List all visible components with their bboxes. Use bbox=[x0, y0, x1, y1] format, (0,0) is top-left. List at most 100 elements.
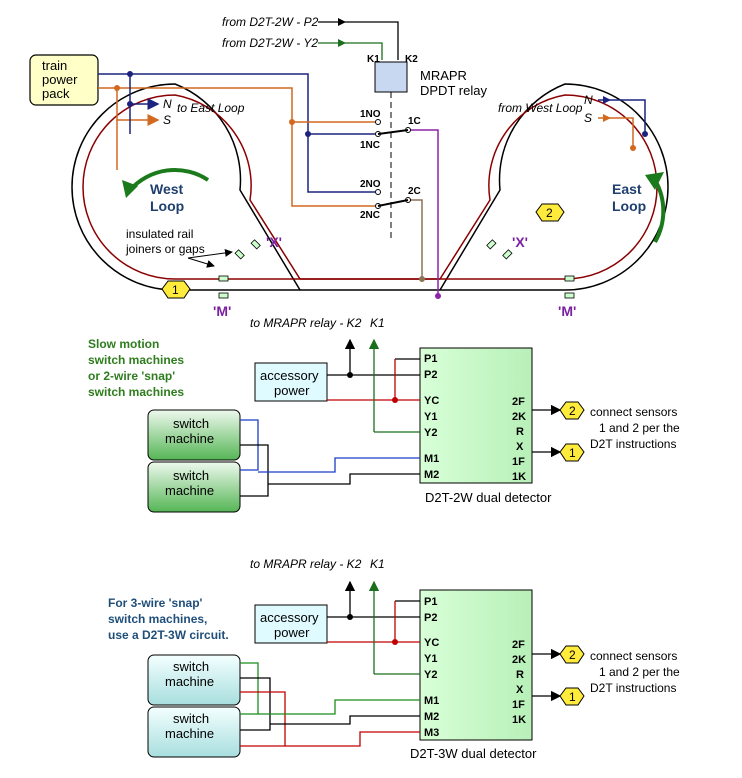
from-y2-label: from D2T-2W - Y2 bbox=[222, 36, 318, 50]
s2-note-1: For 3-wire 'snap' bbox=[108, 596, 203, 610]
from-p2-label: from D2T-2W - P2 bbox=[222, 15, 319, 29]
west-loop-label-1: West bbox=[150, 181, 184, 197]
s2-detector-title: D2T-3W dual detector bbox=[410, 746, 537, 761]
path-element bbox=[410, 129, 439, 296]
relay-1c: 1C bbox=[408, 116, 421, 127]
path-element bbox=[598, 99, 646, 134]
power-pack-box bbox=[29, 54, 99, 106]
m-label-left: 'M' bbox=[213, 303, 231, 319]
from-west-label: from West Loop bbox=[498, 101, 583, 115]
power-pack-label-1: train bbox=[42, 58, 67, 73]
switch-1-blade bbox=[377, 129, 409, 135]
s1-t-m2: M2 bbox=[424, 469, 439, 481]
s1-badge-1 bbox=[559, 443, 585, 462]
p2-wire bbox=[318, 21, 399, 60]
joiner-m-left-1 bbox=[218, 275, 229, 282]
s1-t-y2: Y2 bbox=[424, 427, 437, 439]
path-element bbox=[98, 87, 375, 207]
relay-2nc: 2NC bbox=[360, 210, 380, 221]
west-outer-rail bbox=[71, 83, 301, 291]
s2-t-yc: YC bbox=[424, 637, 439, 649]
junction bbox=[642, 131, 648, 137]
s2-t-y1: Y1 bbox=[424, 653, 437, 665]
s1-t-1k: 1K bbox=[512, 471, 526, 483]
s1-badge-2 bbox=[559, 401, 585, 420]
sensor-2-label: 2 bbox=[546, 206, 553, 220]
path-element bbox=[240, 677, 271, 731]
s1-acc-2: power bbox=[274, 383, 310, 398]
junction bbox=[435, 293, 441, 299]
s1-connect-1: connect sensors bbox=[590, 405, 677, 419]
junction bbox=[114, 85, 120, 91]
s1-connect-3: D2T instructions bbox=[590, 437, 676, 451]
s2-k1: K1 bbox=[370, 557, 385, 571]
feed-s2-label: S bbox=[584, 111, 592, 125]
s2-connect-1: connect sensors bbox=[590, 649, 677, 663]
s2-connect-3: D2T instructions bbox=[590, 681, 676, 695]
relay-k2-label: K2 bbox=[405, 54, 418, 65]
circle-element bbox=[347, 614, 353, 620]
circle-element bbox=[392, 639, 398, 645]
relay-desc: DPDT relay bbox=[420, 83, 487, 98]
path-element bbox=[240, 662, 259, 715]
s2-wires bbox=[240, 580, 562, 747]
s2-to-relay: to MRAPR relay - K2 bbox=[250, 557, 362, 571]
s2-t-m3: M3 bbox=[424, 727, 439, 739]
s2-t-r: R bbox=[516, 669, 524, 681]
s2-note-3: use a D2T-3W circuit. bbox=[108, 628, 229, 642]
junction bbox=[127, 71, 133, 77]
s1-note-4: switch machines bbox=[88, 385, 184, 399]
s1-t-y1: Y1 bbox=[424, 411, 437, 423]
joiner-x-left-1 bbox=[234, 249, 245, 260]
path-element bbox=[268, 473, 420, 485]
s2-detector-box bbox=[419, 589, 533, 741]
track-layout bbox=[71, 83, 669, 299]
switch-2-blade bbox=[377, 199, 409, 207]
s1-connect-2: 1 and 2 per the bbox=[599, 421, 680, 435]
s1-note-1: Slow motion bbox=[88, 337, 159, 351]
to-east-label: to East Loop bbox=[177, 101, 245, 115]
sensor-2-hex bbox=[535, 203, 565, 222]
east-direction-arrow bbox=[653, 179, 666, 243]
path-element bbox=[598, 117, 634, 148]
s1-detector-box bbox=[419, 347, 533, 484]
joiner-m-right-1 bbox=[564, 275, 575, 282]
s1-badge-2-label: 2 bbox=[569, 404, 576, 418]
relay-coil bbox=[374, 61, 408, 93]
s1-t-p1: P1 bbox=[424, 353, 437, 365]
joiner-x-right-2 bbox=[502, 249, 513, 260]
sensor-1-hex bbox=[161, 280, 191, 299]
path-element bbox=[285, 731, 420, 747]
path-element bbox=[240, 444, 269, 497]
relay-2c: 2C bbox=[408, 186, 421, 197]
s2-t-m2: M2 bbox=[424, 711, 439, 723]
relay-1nc: 1NC bbox=[360, 140, 380, 151]
junction bbox=[419, 276, 425, 282]
s1-detector-title: D2T-2W dual detector bbox=[425, 490, 552, 505]
s1-t-m1: M1 bbox=[424, 453, 439, 465]
s2-t-y2: Y2 bbox=[424, 669, 437, 681]
junction bbox=[127, 101, 133, 107]
relay-k1-label: K1 bbox=[367, 54, 380, 65]
joiner-m-right-2 bbox=[564, 292, 575, 299]
s2-sm2-1: switch bbox=[173, 711, 209, 726]
s2-t-2f: 2F bbox=[512, 639, 525, 651]
s2-switch-machine-2 bbox=[147, 706, 241, 758]
feed-n-label: N bbox=[163, 97, 172, 111]
s1-switch-machine-1 bbox=[147, 409, 241, 461]
m-label-right: 'M' bbox=[558, 303, 576, 319]
east-loop-label-1: East bbox=[612, 181, 642, 197]
junction bbox=[630, 145, 636, 151]
s1-note-3: or 2-wire 'snap' bbox=[88, 369, 175, 383]
joiner-x-right-1 bbox=[486, 239, 497, 250]
s1-t-p2: P2 bbox=[424, 369, 437, 381]
s1-to-relay: to MRAPR relay - K2 bbox=[250, 316, 362, 330]
s2-badge-1 bbox=[559, 687, 585, 706]
s2-t-1f: 1F bbox=[512, 699, 525, 711]
joiner-x-left-2 bbox=[250, 239, 261, 250]
s1-acc-1: accessory bbox=[260, 368, 319, 383]
x-label-right: 'X' bbox=[512, 234, 528, 250]
s2-note-2: switch machines, bbox=[108, 612, 207, 626]
insulated-label-1: insulated rail bbox=[126, 227, 193, 241]
s1-sm1-2: machine bbox=[165, 431, 214, 446]
